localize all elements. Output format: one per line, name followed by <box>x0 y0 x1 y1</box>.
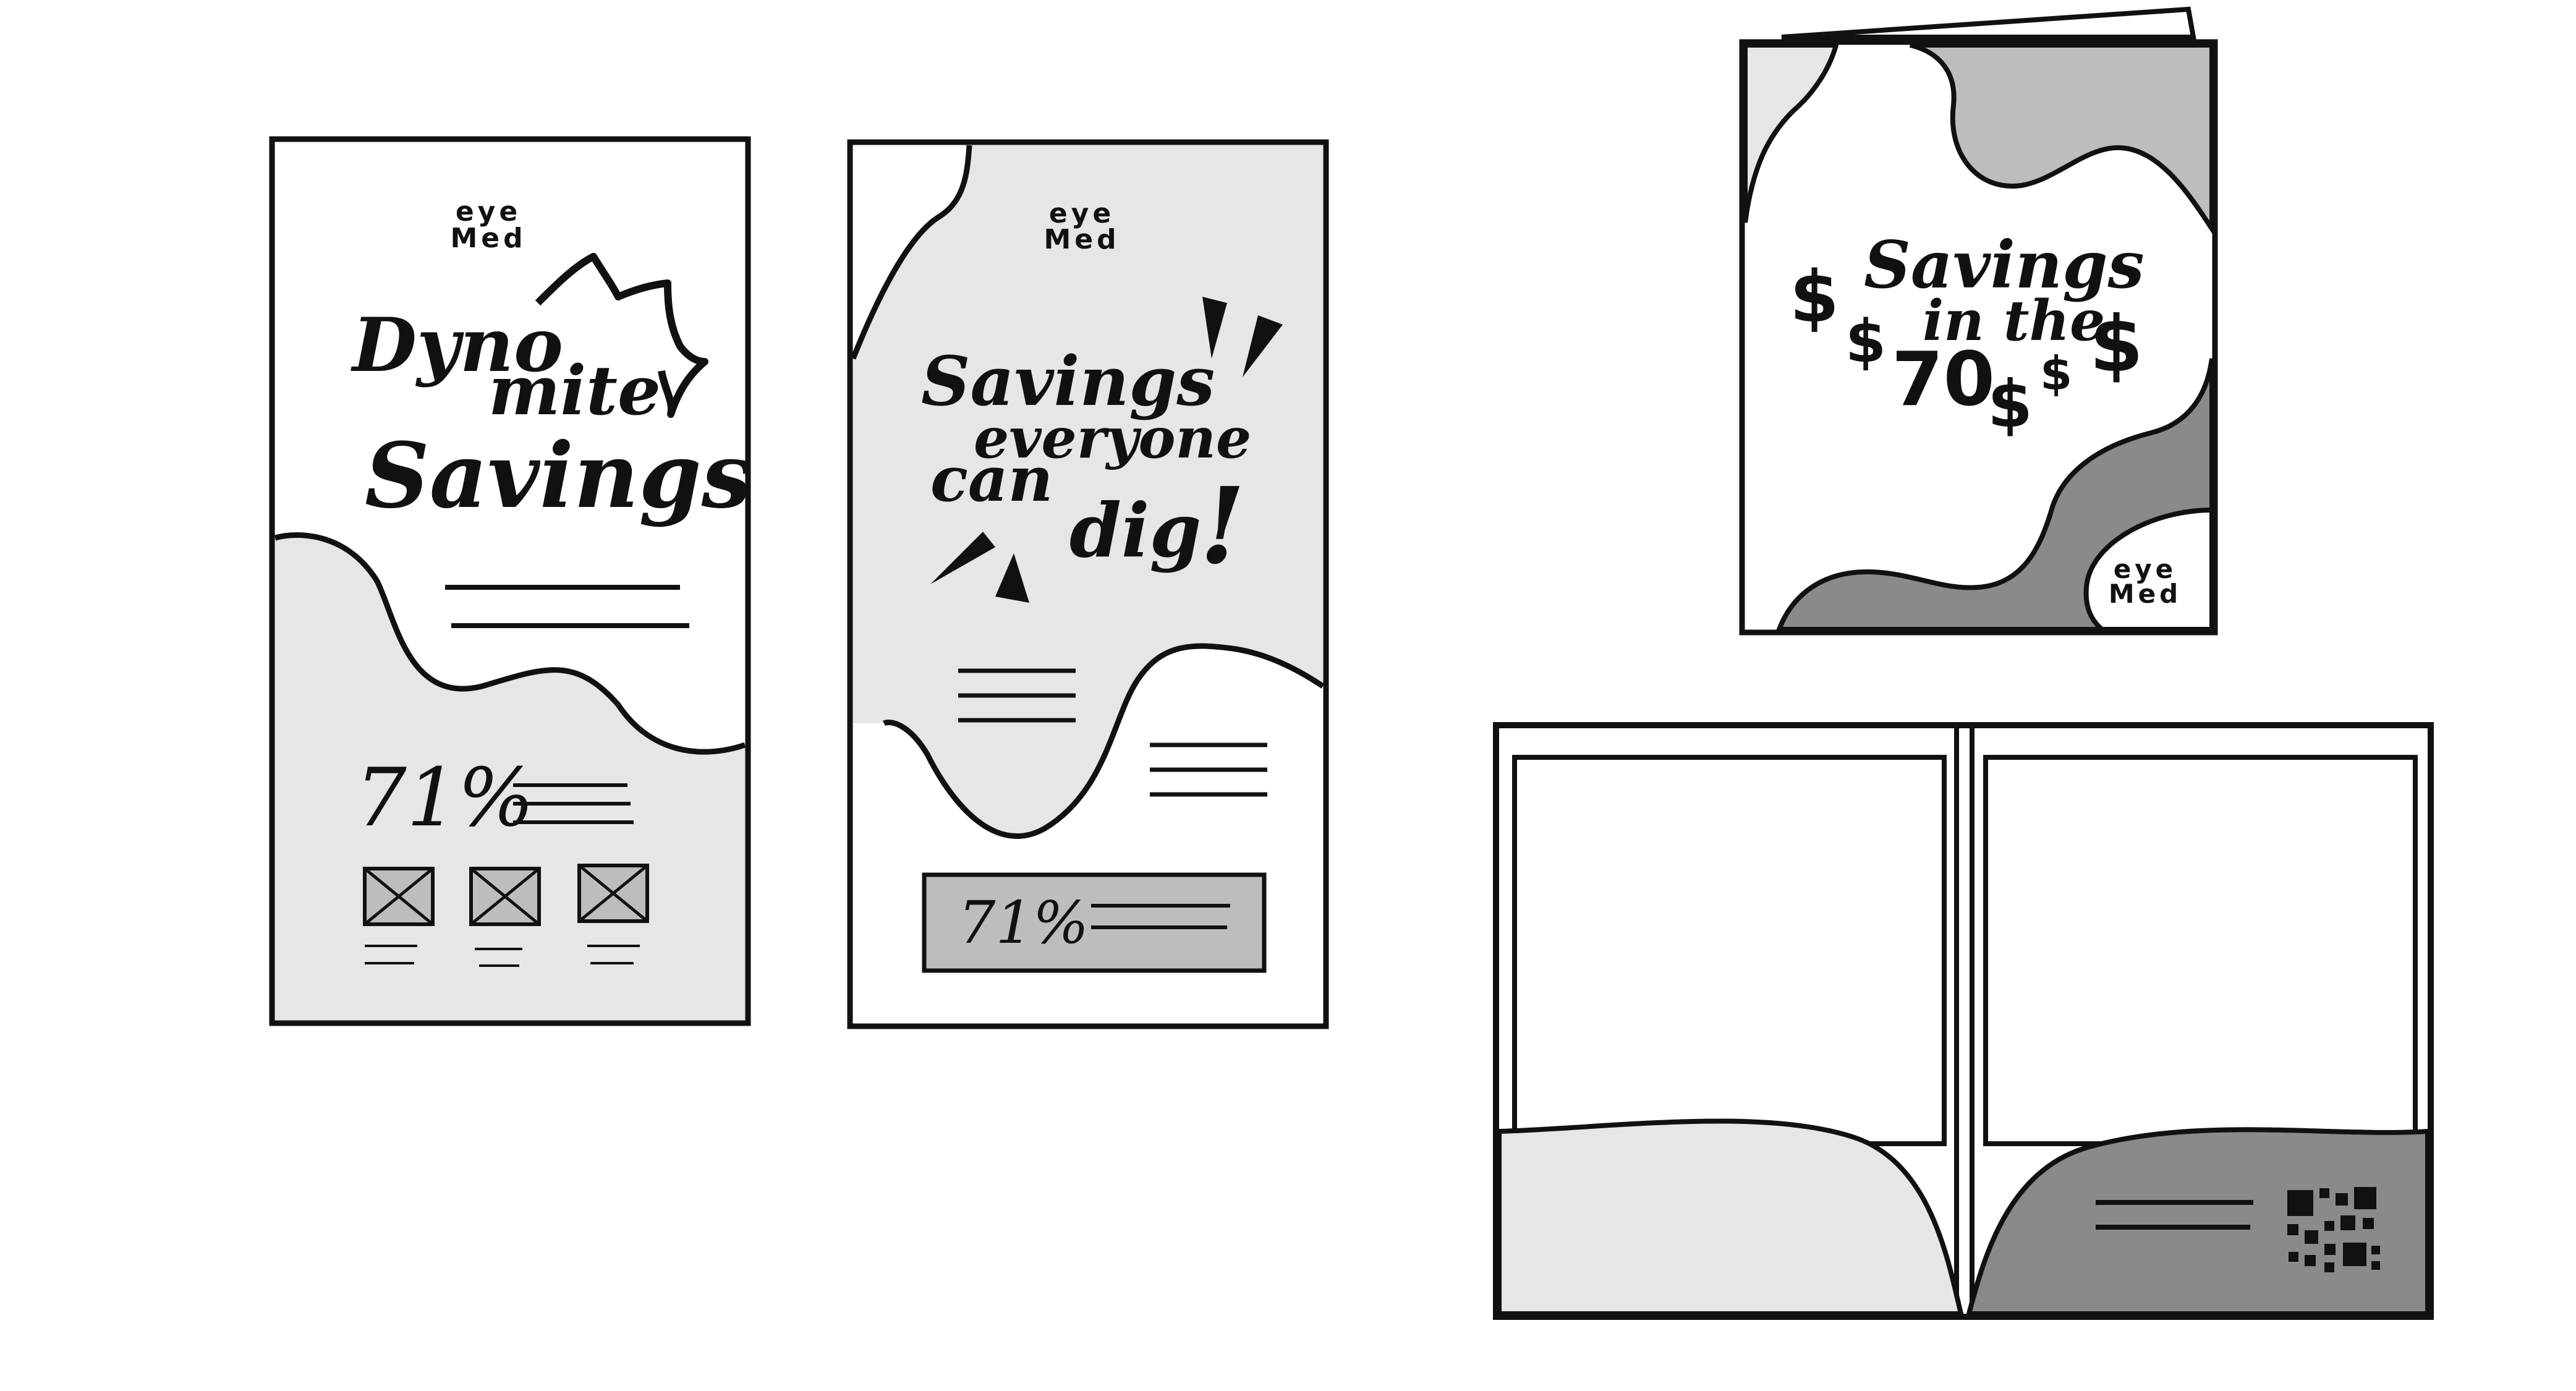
dollar-sign-icon: $ <box>2089 300 2143 389</box>
flyer-b-stat-bar <box>922 872 1267 973</box>
accent-mark-icon <box>995 553 1029 603</box>
flyer-b-headline-5: ! <box>1199 464 1246 588</box>
flyer-a-logo-line2: Med <box>450 223 526 254</box>
flyer-a-headline-1: Dyno <box>351 302 563 389</box>
brochure-headline-2: in the <box>1923 288 2105 354</box>
image-placeholder-icon <box>577 864 649 923</box>
dollar-sign-icon: $ <box>1845 308 1886 376</box>
accent-mark-icon <box>1202 297 1227 359</box>
flyer-b-wave-line <box>882 643 1325 839</box>
flyer-b-headline-4: dig <box>1069 487 1201 574</box>
brochure-headline-1: Savings <box>1864 226 2145 303</box>
accent-mark-icon <box>1243 315 1283 377</box>
brochure-top-left-blob <box>1743 43 1840 223</box>
brochure-savings-in-the-70s: $ $ $ $ Savings in the 70 $ eye Med <box>1739 6 2218 636</box>
brochure-headline-3: 70 <box>1892 337 1995 423</box>
flyer-a-headline-3: Savings <box>365 423 752 529</box>
folder-left-insert <box>1512 755 1947 1146</box>
flyer-a-stat: 71% <box>355 751 534 844</box>
pocket-folder <box>1493 722 2434 1320</box>
flyer-b-headline-2: everyone <box>974 406 1251 471</box>
folder-right-insert <box>1983 755 2418 1146</box>
brochure-logo-line2: Med <box>2109 579 2182 609</box>
image-placeholder-icon <box>469 867 541 926</box>
dollar-sign-icon: $ <box>1790 256 1839 339</box>
accent-mark-icon <box>930 532 995 584</box>
dollar-sign-icon: $ <box>2040 346 2072 401</box>
brochure-corner-white <box>2083 507 2214 632</box>
brochure-back-page <box>1781 6 2196 40</box>
folder-left-pocket <box>1497 1118 1965 1316</box>
flyer-b-top-curve-line <box>850 145 972 360</box>
brochure-top-right-blob <box>1910 43 2214 237</box>
flyer-b-stat: 71% <box>958 889 1089 957</box>
flyer-dynomite-savings: eye Med Dyno mite Savings 71% <box>269 136 752 1026</box>
brochure-headline-4: $ <box>1987 367 2033 442</box>
flyer-b-headline-1: Savings <box>921 341 1215 421</box>
flyer-a-headline-2: mite <box>488 351 661 430</box>
flyer-a-logo-line1: eye <box>456 196 521 228</box>
starburst-icon <box>535 253 708 418</box>
flyer-b-headline-3: can <box>930 443 1053 516</box>
flyer-a-wave-line <box>274 532 746 755</box>
flyer-b-logo-line1: eye <box>1049 198 1115 229</box>
image-placeholder-icon <box>363 867 435 926</box>
brochure-logo-line1: eye <box>2114 554 2177 584</box>
flyer-b-grey-body <box>853 145 1323 836</box>
qr-code-icon <box>2287 1187 2380 1272</box>
flyer-b-logo-line2: Med <box>1044 224 1120 255</box>
folder-right-pocket <box>1965 1127 2430 1316</box>
flyer-savings-everyone-can-dig: eye Med Savings everyone can dig ! 71% <box>847 139 1329 1029</box>
